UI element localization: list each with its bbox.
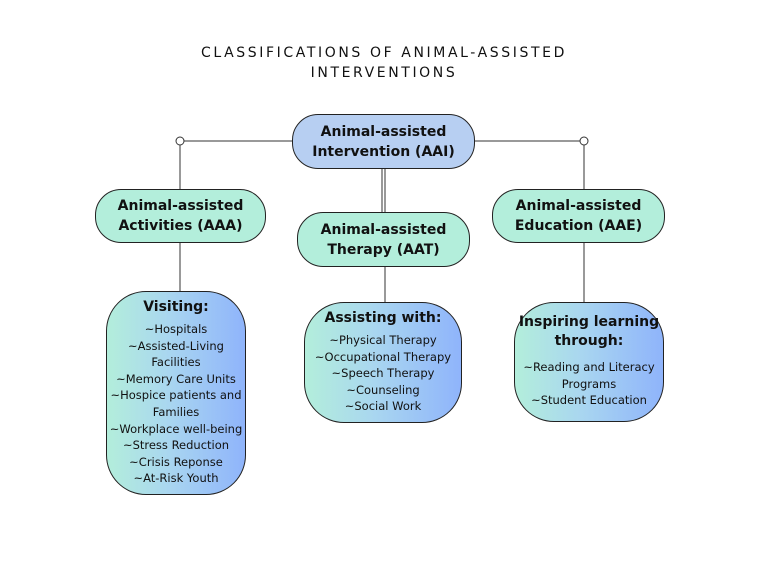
detail-aat-item: ~Occupational Therapy bbox=[314, 349, 452, 364]
node-aai: Animal-assisted Intervention (AAI) bbox=[292, 114, 475, 169]
detail-aat-item: ~Physical Therapy bbox=[329, 333, 437, 347]
detail-aaa-item: ~Hospitals bbox=[144, 322, 208, 336]
detail-aae-heading-line1: Inspiring learning bbox=[518, 314, 660, 330]
node-aae-line2: Education (AAE) bbox=[514, 218, 643, 234]
detail-aaa-heading: Visiting: bbox=[143, 299, 209, 315]
diagram-title-line2: INTERVENTIONS bbox=[310, 65, 458, 81]
detail-aaa-item: ~Hospice patients and bbox=[110, 388, 242, 403]
detail-aat-item: ~Counseling bbox=[346, 382, 420, 397]
connector-dot-left bbox=[175, 136, 185, 146]
node-aat-line2: Therapy (AAT) bbox=[327, 241, 440, 258]
detail-aat-item: ~Speech Therapy bbox=[331, 366, 435, 381]
node-aaa: Animal-assisted Activities (AAA) bbox=[95, 189, 266, 243]
detail-aat-item: ~Social Work bbox=[344, 399, 422, 414]
detail-aae-item: ~Student Education bbox=[531, 393, 647, 408]
detail-aaa-item: ~Stress Reduction bbox=[122, 438, 230, 453]
detail-aae-item: Programs bbox=[561, 376, 617, 391]
node-aaa-line2: Activities (AAA) bbox=[118, 218, 243, 234]
node-aai-line2: Intervention (AAI) bbox=[312, 143, 455, 160]
diagram-title-line1: CLASSIFICATIONS OF ANIMAL-ASSISTED bbox=[201, 45, 567, 61]
detail-aaa-item: ~Memory Care Units bbox=[116, 371, 236, 386]
node-aat-line1: Animal-assisted bbox=[320, 221, 447, 238]
detail-aae-heading: Inspiring learning through: bbox=[519, 313, 659, 351]
node-aat: Animal-assisted Therapy (AAT) bbox=[297, 212, 470, 267]
detail-aaa-item: ~Assisted-Living bbox=[128, 338, 224, 353]
detail-aaa-item: ~Crisis Reponse bbox=[129, 454, 223, 469]
node-aae: Animal-assisted Education (AAE) bbox=[492, 189, 665, 243]
detail-aae-heading-line2: through: bbox=[554, 333, 624, 349]
diagram-title: CLASSIFICATIONS OF ANIMAL-ASSISTED INTER… bbox=[0, 43, 768, 83]
node-aae-line1: Animal-assisted bbox=[515, 198, 642, 214]
detail-aae-item: ~Reading and Literacy bbox=[523, 360, 655, 374]
detail-aaa-item: Families bbox=[152, 404, 200, 419]
detail-aaa: Visiting: ~Hospitals ~Assisted-Living Fa… bbox=[106, 291, 246, 495]
node-aaa-line1: Animal-assisted bbox=[117, 198, 244, 214]
detail-aaa-item: Facilities bbox=[151, 355, 201, 370]
connector-dot-right bbox=[579, 136, 589, 146]
detail-aaa-item: ~At-Risk Youth bbox=[133, 471, 219, 486]
detail-aat: Assisting with: ~Physical Therapy ~Occup… bbox=[304, 302, 462, 423]
detail-aat-heading: Assisting with: bbox=[324, 310, 442, 326]
detail-aaa-item: ~Workplace well-being bbox=[109, 421, 243, 436]
detail-aae: Inspiring learning through: ~Reading and… bbox=[514, 302, 664, 422]
node-aai-line1: Animal-assisted bbox=[320, 123, 447, 140]
